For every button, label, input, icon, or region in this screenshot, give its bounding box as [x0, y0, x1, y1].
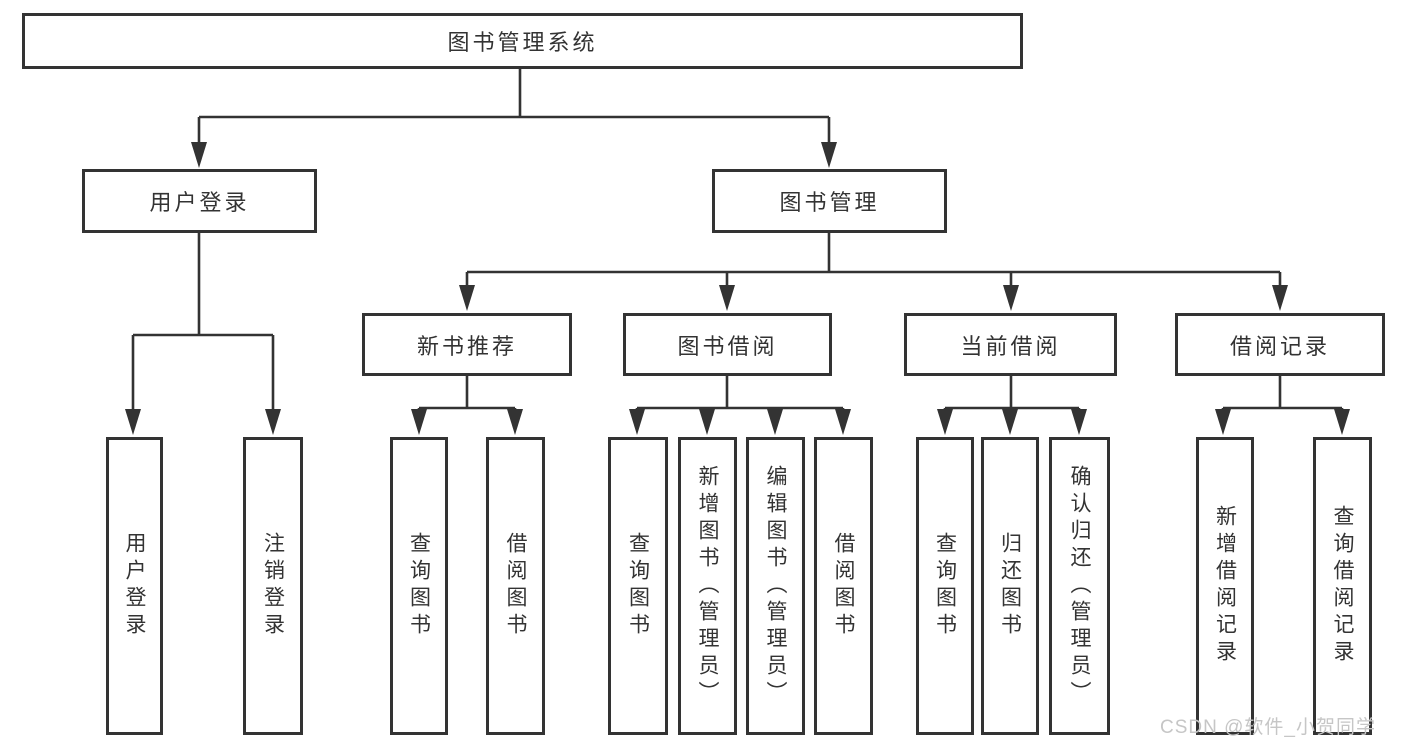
leaf-query-books-recommend: 查询图书: [390, 437, 448, 735]
connector-root-to-level1: [197, 69, 831, 144]
arrowhead-icon: [191, 142, 207, 168]
arrowhead-icon: [459, 285, 475, 311]
leaf-query-books-current: 查询图书: [916, 437, 974, 735]
node-book-borrow: 图书借阅: [623, 313, 832, 376]
arrowhead-icon: [411, 409, 427, 435]
arrowhead-icon: [1071, 409, 1087, 435]
node-book-management-label: 图书管理: [779, 190, 880, 215]
leaf-query-books-recommend-label: 查询图书: [407, 532, 431, 640]
arrowhead-icon: [507, 409, 523, 435]
leaf-query-books-current-label: 查询图书: [933, 532, 957, 640]
arrowhead-icon: [937, 409, 953, 435]
arrowhead-icon: [1003, 285, 1019, 311]
node-current-borrow: 当前借阅: [904, 313, 1117, 376]
arrowhead-icon: [821, 142, 837, 168]
arrowhead-icon: [265, 409, 281, 435]
leaf-borrow-books: 借阅图书: [814, 437, 873, 735]
connector-records-to-children: [1221, 376, 1344, 411]
arrowhead-icon: [1002, 409, 1018, 435]
arrowhead-icon: [1334, 409, 1350, 435]
arrowhead-icon: [629, 409, 645, 435]
node-borrow-records: 借阅记录: [1175, 313, 1385, 376]
leaf-logout-label: 注销登录: [261, 532, 285, 640]
node-new-book-recommend: 新书推荐: [362, 313, 572, 376]
node-current-borrow-label: 当前借阅: [960, 333, 1061, 359]
csdn-watermark: CSDN @软件_小贺同学: [1160, 717, 1376, 738]
leaf-edit-books-admin-label: 编辑图书（管理员）: [764, 464, 787, 708]
leaf-return-books: 归还图书: [981, 437, 1039, 735]
leaf-query-borrow-record-label: 查询借阅记录: [1331, 505, 1354, 667]
arrowhead-icon: [125, 409, 141, 435]
leaf-query-borrow-record: 查询借阅记录: [1313, 437, 1372, 735]
leaf-user-login: 用户登录: [106, 437, 163, 735]
leaf-edit-books-admin: 编辑图书（管理员）: [746, 437, 805, 735]
connector-new-rec-to-children: [417, 376, 517, 411]
arrowhead-icon: [699, 409, 715, 435]
node-book-borrow-label: 图书借阅: [677, 333, 778, 359]
leaf-add-borrow-record-label: 新增借阅记录: [1213, 505, 1237, 667]
node-user-login: 用户登录: [82, 169, 317, 233]
leaf-borrow-books-label: 借阅图书: [832, 532, 855, 640]
node-root-label: 图书管理系统: [447, 30, 598, 55]
connector-borrow-to-children: [635, 376, 845, 411]
arrowhead-icon: [1215, 409, 1231, 435]
connector-book-mgmt-to-children: [465, 233, 1282, 287]
leaf-user-login-label: 用户登录: [123, 532, 146, 640]
arrowhead-icon: [719, 285, 735, 311]
connector-current-to-children: [943, 376, 1081, 411]
leaf-borrow-books-recommend: 借阅图书: [486, 437, 545, 735]
leaf-logout: 注销登录: [243, 437, 303, 735]
leaf-add-books-admin-label: 新增图书（管理员）: [696, 464, 719, 708]
connector-user-login-to-children: [131, 233, 275, 411]
leaf-add-borrow-record: 新增借阅记录: [1196, 437, 1254, 735]
node-root: 图书管理系统: [22, 13, 1023, 69]
leaf-return-books-label: 归还图书: [998, 532, 1022, 640]
leaf-confirm-return-admin: 确认归还（管理员）: [1049, 437, 1110, 735]
arrowhead-icon: [767, 409, 783, 435]
node-book-management: 图书管理: [712, 169, 947, 233]
leaf-query-books-borrow: 查询图书: [608, 437, 668, 735]
node-new-book-recommend-label: 新书推荐: [416, 333, 517, 359]
leaf-borrow-books-recommend-label: 借阅图书: [504, 532, 527, 640]
arrowhead-icon: [835, 409, 851, 435]
leaf-query-books-borrow-label: 查询图书: [626, 532, 650, 640]
leaf-add-books-admin: 新增图书（管理员）: [678, 437, 737, 735]
node-user-login-label: 用户登录: [149, 190, 250, 215]
node-borrow-records-label: 借阅记录: [1229, 333, 1330, 359]
arrowhead-icon: [1272, 285, 1288, 311]
leaf-confirm-return-admin-label: 确认归还（管理员）: [1068, 464, 1091, 708]
